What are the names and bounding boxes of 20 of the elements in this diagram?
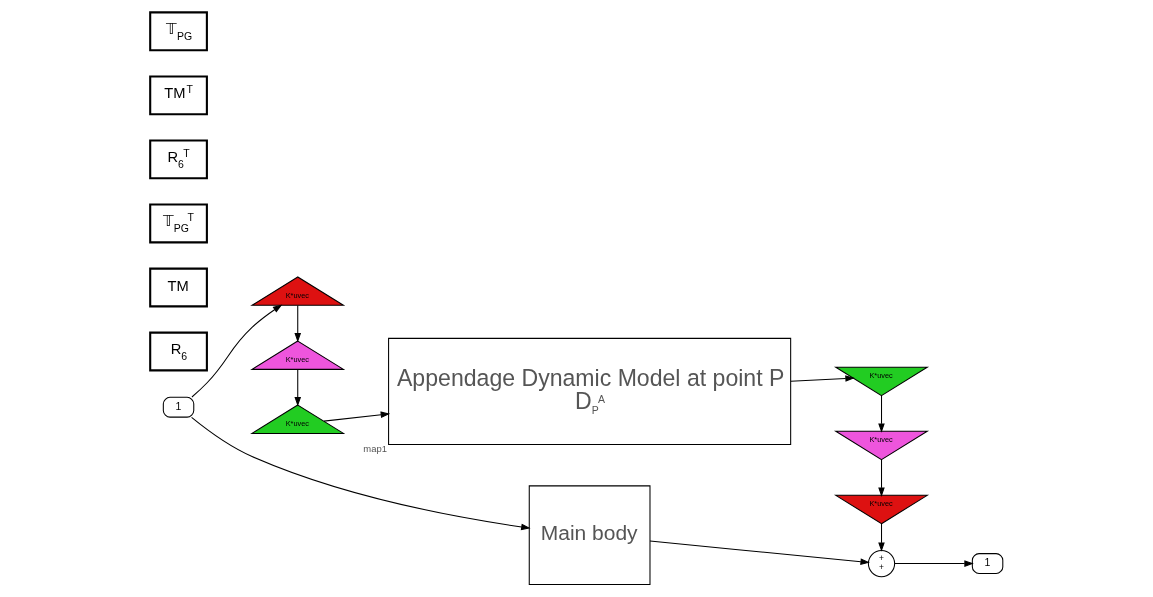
node-label: map1: [363, 442, 387, 454]
node-box: TM: [149, 267, 208, 308]
node-box: 1: [971, 553, 1004, 575]
arrow: [894, 560, 974, 567]
node-box: Main body: [528, 485, 651, 586]
node-circle: + +: [867, 549, 896, 578]
node-box: 1: [162, 396, 195, 418]
arrow: [649, 540, 870, 565]
arrow: [790, 375, 855, 382]
arrow: [878, 523, 885, 552]
arrow: [878, 459, 885, 497]
node-box: 𝕋$_{PG}$: [149, 11, 208, 52]
node-box: TM$^{T}$: [149, 75, 208, 116]
arrow: [323, 411, 391, 422]
node-box: R$_{6}$: [149, 331, 208, 372]
arrow: [191, 304, 283, 398]
arrow: [294, 368, 302, 407]
arrow: [191, 416, 531, 531]
arrow: [878, 395, 885, 433]
arrow: [294, 304, 302, 343]
